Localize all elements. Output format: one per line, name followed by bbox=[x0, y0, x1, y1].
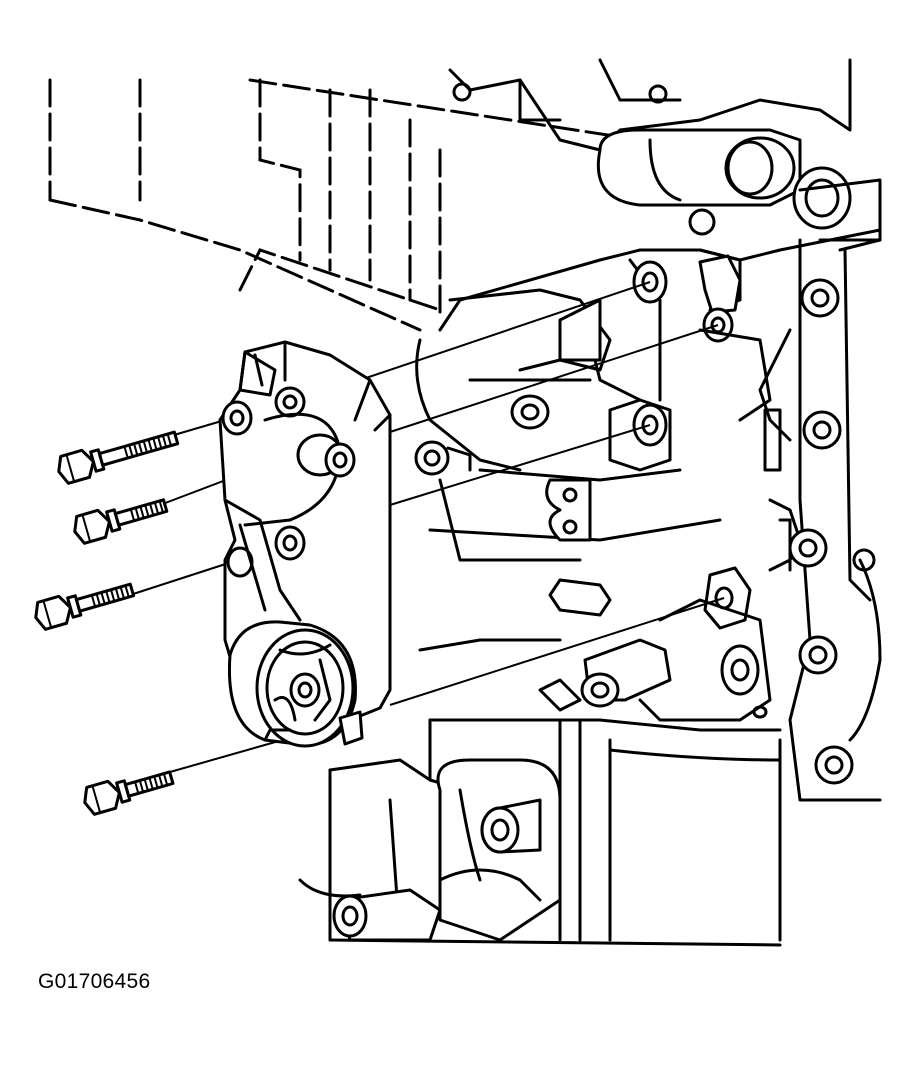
bolt-1 bbox=[57, 430, 180, 485]
figure-id-label: G01706456 bbox=[38, 970, 151, 993]
bolt-2 bbox=[73, 498, 169, 545]
bolt-3 bbox=[34, 582, 136, 631]
engine-block bbox=[48, 58, 882, 947]
bolt-4 bbox=[83, 770, 175, 816]
leader-lines bbox=[129, 281, 725, 773]
tensioner-pulley bbox=[227, 620, 364, 748]
